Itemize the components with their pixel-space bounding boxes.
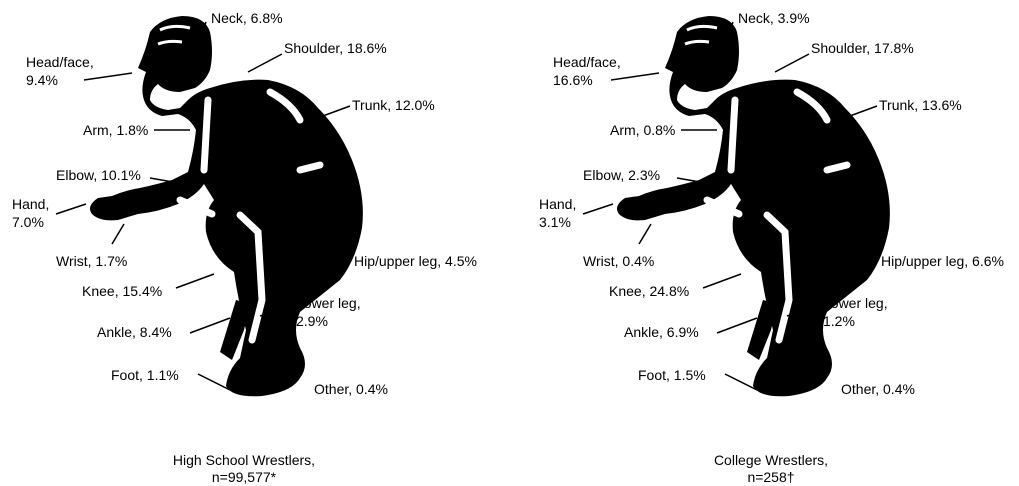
- knee-label: Knee, 15.4%: [82, 283, 162, 300]
- head-face-label-line1: Head/face,: [26, 54, 94, 71]
- hip-upper-leg-label: Hip/upper leg, 4.5%: [354, 253, 477, 270]
- ankle-label: Ankle, 8.4%: [97, 324, 172, 341]
- hip-upper-leg-label: Hip/upper leg, 6.6%: [881, 253, 1004, 270]
- college-panel: Neck, 3.9% Head/face, 16.6% Shoulder, 17…: [527, 0, 1019, 482]
- lower-leg-label-line1: Lower leg,: [823, 295, 888, 312]
- neck-label: Neck, 6.8%: [211, 10, 283, 27]
- knee-label: Knee, 24.8%: [609, 283, 689, 300]
- caption-line2: n=99,577*: [104, 469, 384, 486]
- hand-label-line1: Hand,: [539, 196, 576, 213]
- foot-label: Foot, 1.1%: [111, 367, 179, 384]
- elbow-label: Elbow, 2.3%: [583, 167, 660, 184]
- lower-leg-label-line2: 2.9%: [296, 313, 328, 330]
- panel-caption: College Wrestlers, n=258†: [631, 452, 911, 486]
- elbow-label: Elbow, 10.1%: [56, 167, 141, 184]
- wrist-label: Wrist, 0.4%: [583, 253, 654, 270]
- foot-label: Foot, 1.5%: [638, 367, 706, 384]
- ankle-label: Ankle, 6.9%: [624, 324, 699, 341]
- hand-label-line1: Hand,: [12, 196, 49, 213]
- high-school-panel: Neck, 6.8% Head/face, 9.4% Shoulder, 18.…: [0, 0, 509, 482]
- arm-label: Arm, 0.8%: [610, 122, 675, 139]
- lower-leg-label-line1: Lower leg,: [296, 295, 361, 312]
- panel-caption: High School Wrestlers, n=99,577*: [104, 452, 384, 486]
- other-label: Other, 0.4%: [314, 381, 388, 398]
- hand-label-line2: 3.1%: [539, 214, 571, 231]
- caption-line1: College Wrestlers,: [631, 452, 911, 469]
- lower-leg-label-line2: 1.2%: [823, 313, 855, 330]
- other-label: Other, 0.4%: [841, 381, 915, 398]
- hand-label-line2: 7.0%: [12, 214, 44, 231]
- head-face-label-line1: Head/face,: [553, 54, 621, 71]
- head-face-label-line2: 16.6%: [553, 72, 593, 89]
- trunk-label: Trunk, 13.6%: [879, 97, 962, 114]
- trunk-label: Trunk, 12.0%: [352, 97, 435, 114]
- head-face-label-line2: 9.4%: [26, 72, 58, 89]
- neck-label: Neck, 3.9%: [738, 10, 810, 27]
- arm-label: Arm, 1.8%: [83, 122, 148, 139]
- wrestler-silhouette: [0, 0, 509, 482]
- wrestler-silhouette: [527, 0, 1019, 482]
- wrist-label: Wrist, 1.7%: [56, 253, 127, 270]
- shoulder-label: Shoulder, 17.8%: [811, 40, 914, 57]
- shoulder-label: Shoulder, 18.6%: [284, 40, 387, 57]
- caption-line1: High School Wrestlers,: [104, 452, 384, 469]
- caption-line2: n=258†: [631, 469, 911, 486]
